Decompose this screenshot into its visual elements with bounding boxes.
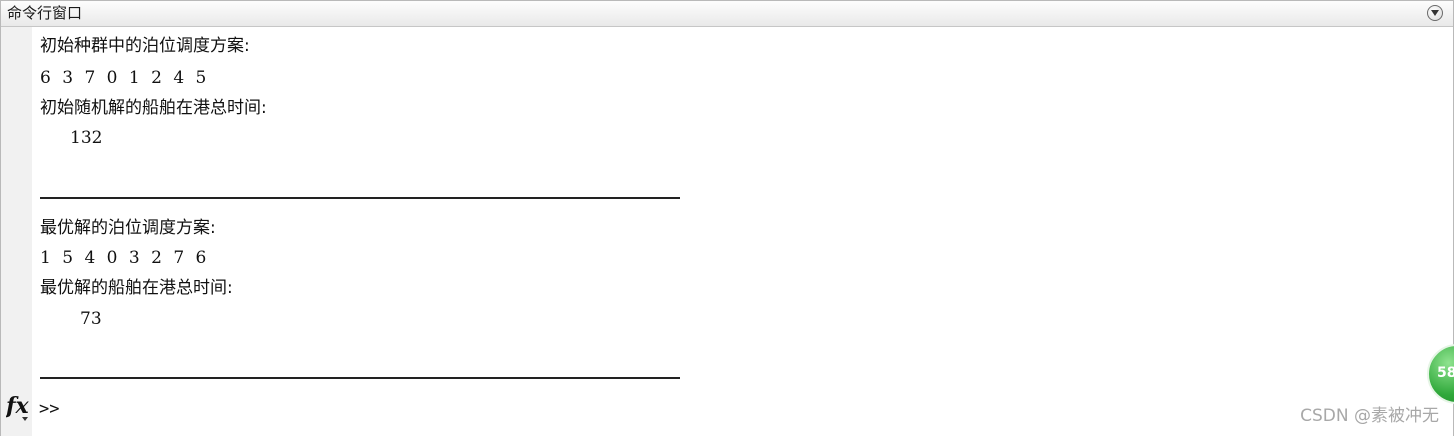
function-fx-icon[interactable]: fx	[6, 391, 30, 423]
initial-plan-label: 初始种群中的泊位调度方案:	[40, 36, 250, 56]
csdn-watermark: CSDN @素被冲无	[1300, 406, 1439, 426]
badge-count: 58	[1437, 365, 1454, 381]
output-divider-2	[40, 377, 680, 379]
initial-time-label: 初始随机解的船舶在港总时间:	[40, 98, 267, 118]
initial-plan-values: 6 3 7 0 1 2 4 5	[40, 68, 210, 88]
best-plan-label: 最优解的泊位调度方案:	[40, 218, 216, 238]
left-gutter	[1, 27, 32, 436]
window-titlebar: 命令行窗口	[1, 1, 1453, 27]
best-time-value: 73	[80, 309, 102, 329]
command-prompt: >>	[39, 399, 60, 419]
command-input[interactable]	[63, 395, 1213, 423]
initial-time-value: 132	[70, 128, 103, 148]
chevron-down-circle-icon[interactable]	[1427, 5, 1443, 21]
output-divider-1	[40, 197, 680, 199]
svg-text:fx: fx	[6, 393, 29, 419]
window-title: 命令行窗口	[7, 4, 83, 22]
best-time-label: 最优解的船舶在港总时间:	[40, 278, 233, 298]
output-area: 初始种群中的泊位调度方案: 6 3 7 0 1 2 4 5 初始随机解的船舶在港…	[32, 27, 1453, 436]
best-plan-values: 1 5 4 0 3 2 7 6	[40, 248, 210, 268]
